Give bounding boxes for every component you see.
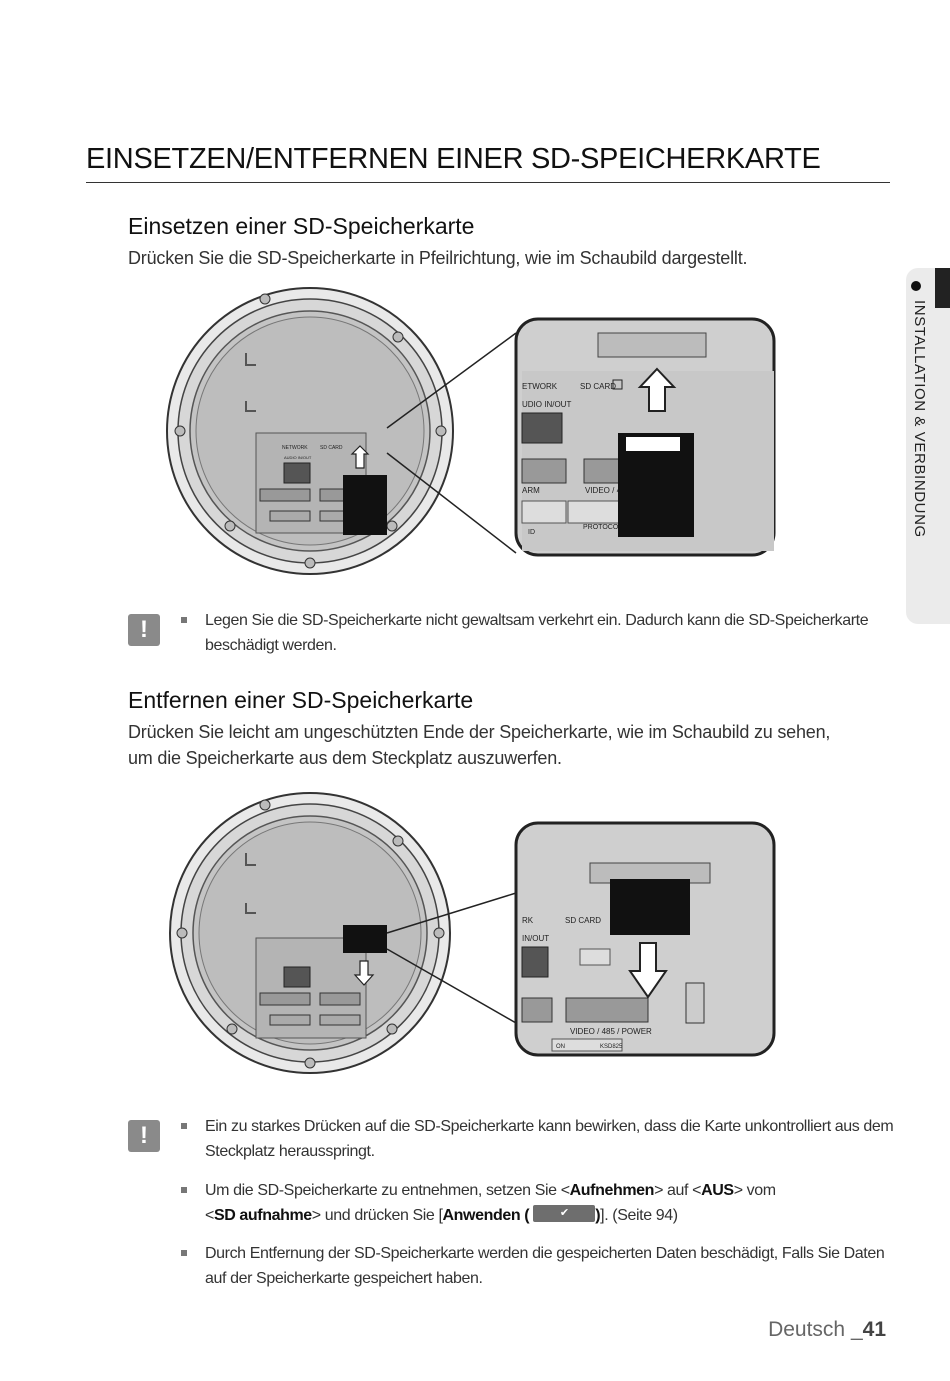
note2-text-5: > und drücken Sie [ bbox=[311, 1207, 443, 1224]
audio-label: UDIO IN/OUT bbox=[522, 400, 571, 409]
insert-zoom-detail: ETWORK SD CARD UDIO IN/OUT ARM VIDEO / 4… bbox=[514, 317, 776, 557]
side-tab-marker bbox=[935, 268, 950, 308]
note2-paren: ) bbox=[595, 1207, 601, 1224]
video-label: VIDEO / 485 bbox=[585, 486, 630, 495]
warning-icon-2: ! bbox=[128, 1120, 160, 1152]
page-number: 41 bbox=[862, 1318, 886, 1341]
note2-text-2: > auf < bbox=[654, 1182, 702, 1199]
camera-base-illustration: NETWORK SD CARD AUDIO IN/OUT bbox=[166, 287, 517, 575]
insert-instruction: Drücken Sie die SD-Speicherkarte in Pfei… bbox=[128, 248, 748, 268]
note2-sd-aufnahme: SD aufnahme bbox=[213, 1207, 312, 1224]
insert-arrow-small-icon bbox=[350, 445, 370, 469]
sd-card-label-small: SD CARD bbox=[320, 445, 343, 451]
inout-label: IN/OUT bbox=[522, 934, 549, 943]
bullet-icon-2 bbox=[181, 1123, 187, 1129]
page-title: EINSETZEN/ENTFERNEN EINER SD-SPEICHERKAR… bbox=[86, 143, 821, 175]
insert-figure: NETWORK SD CARD AUDIO IN/OUT ETWORK SD C… bbox=[166, 287, 776, 575]
insert-arrow-icon bbox=[637, 367, 677, 412]
note2-text-4: < bbox=[205, 1207, 214, 1224]
title-divider bbox=[86, 182, 890, 183]
remove-figure: RK SD CARD IN/OUT VIDEO / 485 / POWER ON… bbox=[169, 792, 776, 1074]
eject-arrow-small-icon bbox=[353, 960, 375, 986]
on-label: ON bbox=[556, 1044, 565, 1050]
sd-card-small bbox=[343, 475, 387, 535]
bullet-icon bbox=[181, 617, 187, 623]
warning-icon: ! bbox=[128, 614, 160, 646]
network-label: ETWORK bbox=[522, 382, 558, 391]
alarm-label: ARM bbox=[522, 486, 540, 495]
eject-arrow-icon bbox=[628, 942, 668, 999]
remove-note-2: Um die SD-Speicherkarte zu entnehmen, se… bbox=[205, 1178, 895, 1228]
note2-aus: AUS bbox=[701, 1182, 734, 1199]
network-label-small: NETWORK bbox=[282, 445, 308, 451]
apply-button-image: ✔ bbox=[533, 1205, 596, 1223]
insert-heading: Einsetzen einer SD-Speicherkarte bbox=[128, 213, 475, 239]
remove-note-1: Ein zu starkes Drücken auf die SD-Speich… bbox=[205, 1118, 894, 1160]
camera-base-illustration-2 bbox=[169, 792, 517, 1074]
side-tab-label: INSTALLATION & VERBINDUNG bbox=[911, 300, 928, 538]
sd-card-small-2 bbox=[343, 925, 387, 953]
insert-note: Legen Sie die SD-Speicherkarte nicht gew… bbox=[205, 612, 869, 654]
bullet-icon-3 bbox=[181, 1187, 187, 1193]
ksd-label: KSD825 bbox=[600, 1044, 623, 1050]
remove-instruction-line2: um die Speicherkarte aus dem Steckplatz … bbox=[128, 748, 562, 768]
footer-language: Deutsch _ bbox=[768, 1318, 863, 1341]
video-label-2: VIDEO / 485 / POWER bbox=[570, 1027, 652, 1036]
sd-card-label: SD CARD bbox=[580, 382, 616, 391]
sd-card-label-2: SD CARD bbox=[565, 916, 601, 925]
remove-zoom-detail: RK SD CARD IN/OUT VIDEO / 485 / POWER ON… bbox=[514, 821, 776, 1057]
protocol-label: PROTOCOL bbox=[583, 524, 622, 531]
note2-text-6: ]. (Seite 94) bbox=[600, 1207, 678, 1224]
bullet-dot-icon bbox=[911, 281, 921, 291]
page-footer: Deutsch _41 bbox=[768, 1318, 886, 1342]
bullet-icon-4 bbox=[181, 1250, 187, 1256]
note2-text-1: Um die SD-Speicherkarte zu entnehmen, se… bbox=[205, 1182, 570, 1199]
network-label-2: RK bbox=[522, 916, 534, 925]
sd-card-2 bbox=[610, 879, 690, 935]
note2-text-3: > vom bbox=[733, 1182, 776, 1199]
remove-heading: Entfernen einer SD-Speicherkarte bbox=[128, 687, 474, 713]
note2-aufnehmen: Aufnehmen bbox=[569, 1182, 655, 1199]
remove-instruction-line1: Drücken Sie leicht am ungeschützten Ende… bbox=[128, 722, 831, 742]
note2-anwenden: Anwenden ( bbox=[442, 1207, 530, 1224]
remove-note-3: Durch Entfernung der SD-Speicherkarte we… bbox=[205, 1245, 885, 1287]
checkmark-icon: ✔ bbox=[559, 1207, 569, 1220]
section-side-tab bbox=[906, 268, 950, 624]
audio-label-small: AUDIO IN/OUT bbox=[284, 455, 312, 460]
id-label: ID bbox=[528, 529, 535, 536]
